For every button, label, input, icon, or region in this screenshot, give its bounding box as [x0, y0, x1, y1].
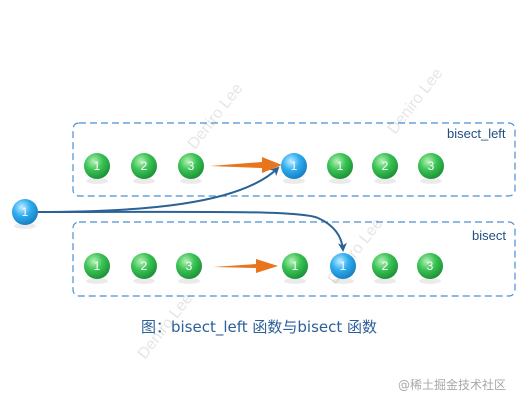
inserted-ball: 1 — [281, 153, 307, 184]
bisect-label: bisect — [472, 228, 506, 243]
ball: 1 — [282, 253, 308, 284]
ball: 3 — [418, 153, 444, 184]
ball: 1 — [84, 253, 110, 284]
ball: 2 — [372, 153, 398, 184]
ball-label: 1 — [94, 259, 101, 273]
orange-arrow-bottom — [213, 259, 278, 273]
watermark: Deniro Lee — [185, 80, 247, 152]
ball-label: 3 — [427, 259, 434, 273]
bisect-left-box — [72, 122, 516, 197]
ball: 1 — [327, 153, 353, 184]
inserted-ball: 1 — [330, 253, 356, 284]
ball: 1 — [84, 153, 110, 184]
ball-label: 2 — [382, 259, 389, 273]
ball-label: 1 — [291, 159, 298, 173]
ball: 3 — [178, 153, 204, 184]
ball-label: 3 — [188, 159, 195, 173]
ball-label: 2 — [382, 159, 389, 173]
insert-arrow-to-bisect — [35, 210, 347, 252]
ball-label: 1 — [337, 159, 344, 173]
watermark: Deniro Lee — [385, 65, 447, 137]
ball: 2 — [131, 153, 157, 184]
ball: 2 — [372, 253, 398, 284]
ball-label: 3 — [186, 259, 193, 273]
ball-label: 1 — [94, 159, 101, 173]
bisect-box — [72, 221, 516, 297]
orange-arrow-top — [210, 157, 282, 173]
source-credit: @稀土掘金技术社区 — [397, 378, 506, 392]
insert-arrow-to-bisect-left — [35, 166, 280, 213]
ball: 3 — [176, 253, 202, 284]
insert-ball: 1 — [12, 199, 38, 229]
ball-label: 1 — [340, 259, 347, 273]
bisect-left-label: bisect_left — [447, 126, 506, 141]
ball: 3 — [417, 253, 443, 284]
insert-ball-label: 1 — [22, 205, 29, 219]
figure-caption: 图：bisect_left 函数与bisect 函数 — [140, 318, 378, 336]
ball-label: 2 — [141, 159, 148, 173]
ball-label: 2 — [141, 259, 148, 273]
watermark: Deniro Lee — [325, 215, 387, 287]
ball-label: 1 — [292, 259, 299, 273]
ball: 2 — [131, 253, 157, 284]
ball-label: 3 — [428, 159, 435, 173]
